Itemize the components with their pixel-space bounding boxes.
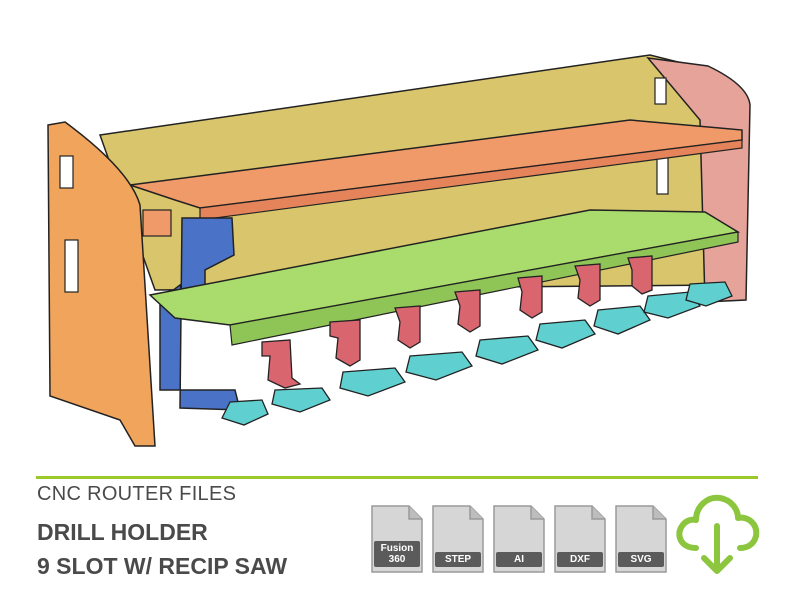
left-panel-slot-bottom xyxy=(64,239,79,293)
product-variant: 9 SLOT W/ RECIP SAW xyxy=(37,553,288,579)
top-shelf-edge xyxy=(199,139,743,221)
shelf-tab xyxy=(142,209,172,237)
tool-bases xyxy=(221,281,733,426)
right-panel-slot-bottom xyxy=(656,155,669,195)
middle-shelf-edge xyxy=(229,231,739,346)
drill-holders xyxy=(261,255,653,389)
file-format-ai: AI xyxy=(491,503,547,575)
left-side-panel xyxy=(47,121,156,447)
file-format-label: SVG xyxy=(618,552,664,567)
file-format-svg: SVG xyxy=(613,503,669,575)
file-format-label: AI xyxy=(496,552,542,567)
right-panel-slot-top xyxy=(654,77,667,105)
file-format-step: STEP xyxy=(430,503,486,575)
cloud-download-icon xyxy=(676,494,760,574)
left-panel-slot-top xyxy=(59,155,74,189)
product-title: DRILL HOLDER xyxy=(37,519,208,545)
drill-holder-3d-render xyxy=(47,54,751,447)
file-format-label: STEP xyxy=(435,552,481,567)
subtitle-line: CNC ROUTER FILES xyxy=(37,483,237,505)
file-format-label: Fusion 360 xyxy=(374,541,420,567)
file-format-fusion360: Fusion 360 xyxy=(369,503,425,575)
file-format-dxf: DXF xyxy=(552,503,608,575)
accent-divider xyxy=(36,476,758,479)
file-format-label: DXF xyxy=(557,552,603,567)
